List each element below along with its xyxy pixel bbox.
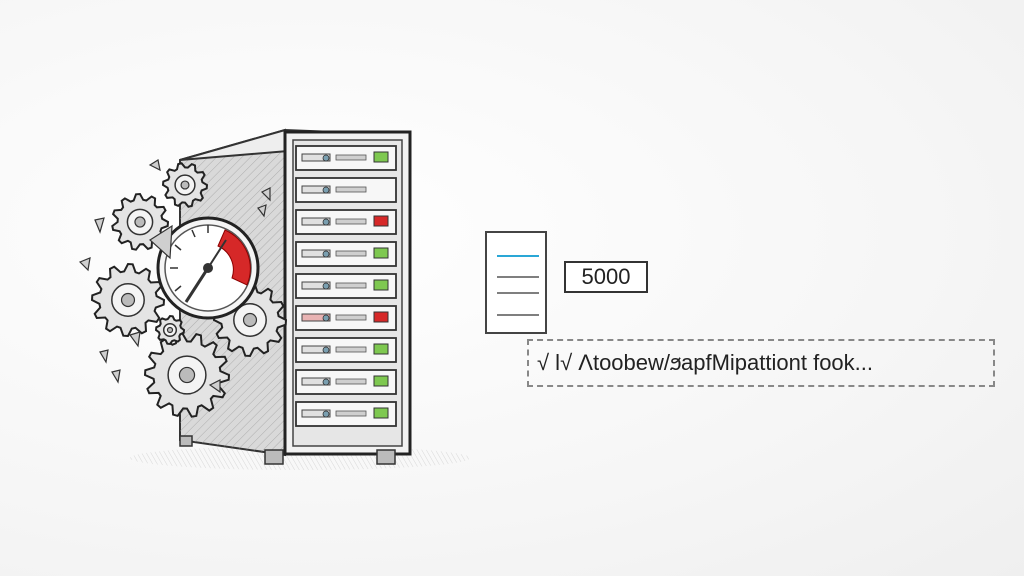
power-dot: [322, 154, 330, 162]
status-message: √ l√ Λtoobew/ϧapfMipattiont fook...: [537, 350, 874, 375]
status-led: [373, 151, 389, 163]
power-dot: [322, 186, 330, 194]
gear-axle: [134, 216, 146, 228]
power-dot: [322, 250, 330, 258]
vent-slot: [335, 154, 367, 161]
status-led: [373, 343, 389, 355]
power-dot: [322, 378, 330, 386]
drive-slot: [301, 345, 331, 354]
power-dot: [322, 314, 330, 322]
gears-icon: [90, 162, 288, 418]
status-led: [373, 311, 389, 323]
status-led: [373, 247, 389, 259]
drive-slot: [301, 153, 331, 162]
vent-slot: [335, 282, 367, 289]
status-led: [373, 215, 389, 227]
drive-slot: [301, 249, 331, 258]
drive-slot: [301, 313, 331, 322]
drive-slot: [301, 281, 331, 290]
status-led: [373, 279, 389, 291]
drive-slot: [301, 377, 331, 386]
vent-slot: [335, 314, 367, 321]
vent-slot: [335, 346, 367, 353]
gear-axle: [120, 292, 136, 308]
debris-fragments: [78, 159, 271, 394]
vent-slot: [335, 218, 367, 225]
drive-slot: [301, 409, 331, 418]
rack-units: [295, 145, 397, 427]
power-dot: [322, 346, 330, 354]
drive-slot: [301, 185, 331, 194]
vent-slot: [335, 410, 367, 417]
vent-slot: [335, 250, 367, 257]
vent-slot: [335, 186, 367, 193]
gear-axle: [242, 312, 258, 328]
gauge-icon: [156, 216, 260, 320]
power-dot: [322, 282, 330, 290]
power-dot: [322, 410, 330, 418]
status-message-box: √ l√ Λtoobew/ϧapfMipattiont fook...: [527, 339, 995, 387]
status-led: [373, 407, 389, 419]
document-icon: [485, 231, 547, 334]
vent-slot: [335, 378, 367, 385]
status-led: [373, 375, 389, 387]
gear-axle: [166, 326, 174, 334]
power-dot: [322, 218, 330, 226]
metric-value: 5000: [581, 264, 631, 289]
gear-axle: [180, 180, 190, 190]
drive-slot: [301, 217, 331, 226]
metric-value-box: 5000: [564, 261, 648, 293]
gear-axle: [178, 366, 196, 384]
